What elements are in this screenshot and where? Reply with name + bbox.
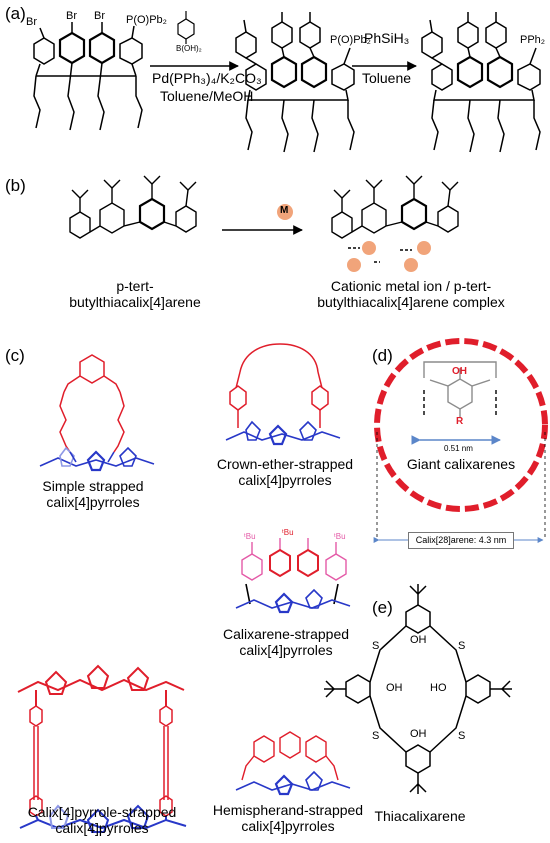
diphenylphosphine-label: PPh₂ xyxy=(520,34,546,46)
hydroxyl-label-bottom: OH xyxy=(410,728,427,740)
crown-strapped-caption-line1: Crown-ether-strapped xyxy=(216,456,354,472)
calixarene-strapped-caption-line1: Calixarene-strapped xyxy=(222,626,350,642)
tbu-label-2: ᵗBu xyxy=(282,528,294,537)
metal-ion-label: M xyxy=(280,205,289,216)
panel-label-c: (c) xyxy=(5,346,25,365)
hemispherand-calixpyrrole xyxy=(235,770,351,796)
hydroxyl-label-right: HO xyxy=(430,682,447,694)
monomer-distance-label: 0.51 nm xyxy=(444,444,473,453)
tbu-label-1: ᵗBu xyxy=(244,532,256,541)
panel-label-d: (d) xyxy=(372,346,393,365)
calixpyrrole-strap-top xyxy=(17,664,185,706)
metal-complex-caption-line1: Cationic metal ion / p-tert- xyxy=(330,278,492,294)
thiacalixarene-caption: p-tert- butylthiacalix[4]arene xyxy=(50,278,220,310)
calixpyrrole-strap-linker xyxy=(29,705,173,817)
sulfur-label-4: S xyxy=(458,730,466,742)
hemispherand-strapped-caption-line1: Hemispherand-strapped xyxy=(212,802,364,818)
reagent-reduction-line1: PhSiH₃ xyxy=(364,30,410,46)
hemispherand-strap xyxy=(241,731,339,781)
crown-ether-strap xyxy=(229,343,329,428)
phosphine-oxide-label-1: P(O)Pb₂ xyxy=(126,14,167,26)
reagent-suzuki-line1: Pd(PPh₃)₄/K₂CO₃ xyxy=(152,70,262,86)
metal-ion-reagent xyxy=(277,204,293,220)
tolylboronic-acid xyxy=(177,11,195,44)
calixpyrrole-strapped-caption-line2: calix[4]pyrroles xyxy=(55,820,149,837)
hydroxyl-label-left: OH xyxy=(386,682,403,694)
tbu-label-3: ᵗBu xyxy=(334,532,346,541)
metal-complex-caption-line2: butylthiacalix[4]arene complex xyxy=(317,294,505,311)
calixarene-strap-red xyxy=(269,548,319,578)
calixarene-calixpyrrole xyxy=(235,583,351,614)
simple-strapped-caption-line1: Simple strapped xyxy=(42,478,144,494)
thiacalixarene-name: Thiacalixarene xyxy=(374,808,466,824)
thiacalixarene-e xyxy=(324,584,512,794)
calixarene-strapped-caption-line2: calix[4]pyrroles xyxy=(239,642,333,659)
diameter-guides xyxy=(376,432,546,540)
panel-label-a: (a) xyxy=(5,4,26,23)
crown-calixpyrrole xyxy=(225,420,341,446)
reagent-suzuki-line2: Toluene/MeOH xyxy=(160,88,254,104)
calixarene-strapped-caption: Calixarene-strapped calix[4]pyrroles xyxy=(206,626,366,658)
hemispherand-strapped-caption-line2: calix[4]pyrroles xyxy=(241,818,335,835)
calixarene-phosphine xyxy=(421,12,541,153)
bromo-label-3: Br xyxy=(94,10,105,22)
calixarene-strap xyxy=(241,538,347,581)
panel-label-e: (e) xyxy=(372,598,393,617)
panel-label-b: (b) xyxy=(5,176,26,195)
reagent-reduction-line2: Toluene xyxy=(362,70,412,86)
hydroxyl-label: OH xyxy=(452,366,467,377)
bromo-label-1: Br xyxy=(26,16,37,28)
simple-strapped-caption: Simple strapped calix[4]pyrroles xyxy=(18,478,168,510)
simple-strap xyxy=(59,354,125,453)
thiacalixarene-caption-line1: p-tert- xyxy=(116,278,154,294)
thiacalixarene-caption-line2: butylthiacalix[4]arene xyxy=(69,294,201,311)
crown-strapped-caption-line2: calix[4]pyrroles xyxy=(238,472,332,489)
simple-strapped-caption-line2: calix[4]pyrroles xyxy=(46,494,140,511)
hemispherand-strapped-caption: Hemispherand-strapped calix[4]pyrroles xyxy=(198,802,378,834)
sulfur-label-3: S xyxy=(372,730,380,742)
hydroxyl-label-top: OH xyxy=(410,634,427,646)
giant-calixarenes-caption: Giant calixarenes xyxy=(406,456,516,472)
sulfur-label-2: S xyxy=(458,640,466,652)
boronic-acid-label: B(OH)₂ xyxy=(176,44,202,53)
calixpyrrole-strap-bottom xyxy=(19,804,187,833)
calixarene-tribromo xyxy=(33,22,143,131)
calixarene-tetraaryl xyxy=(235,12,355,153)
sulfur-label-1: S xyxy=(372,640,380,652)
calixpyrrole-strapped-caption-line1: Calix[4]pyrrole-strapped xyxy=(27,804,177,820)
simple-calixpyrrole xyxy=(39,446,155,472)
metal-complex-caption: Cationic metal ion / p-tert- butylthiaca… xyxy=(296,278,526,310)
phosphine-oxide-label-2: P(O)Pb₂ xyxy=(330,34,371,46)
calix28arene-diameter-label: Calix[28]arene: 4.3 nm xyxy=(408,532,514,549)
calixarene-monomer xyxy=(423,361,497,418)
crown-strapped-caption: Crown-ether-strapped calix[4]pyrroles xyxy=(200,456,370,488)
r-group-label: R xyxy=(456,416,464,427)
giant-calixarene-ring xyxy=(374,338,548,512)
thiacalixarene-b-right xyxy=(331,175,459,263)
metal-ions-complex xyxy=(347,241,431,272)
calixpyrrole-strapped-caption: Calix[4]pyrrole-strapped calix[4]pyrrole… xyxy=(12,804,192,836)
thiacalixarene-b-left xyxy=(69,175,197,239)
bromo-label-2: Br xyxy=(66,10,77,22)
